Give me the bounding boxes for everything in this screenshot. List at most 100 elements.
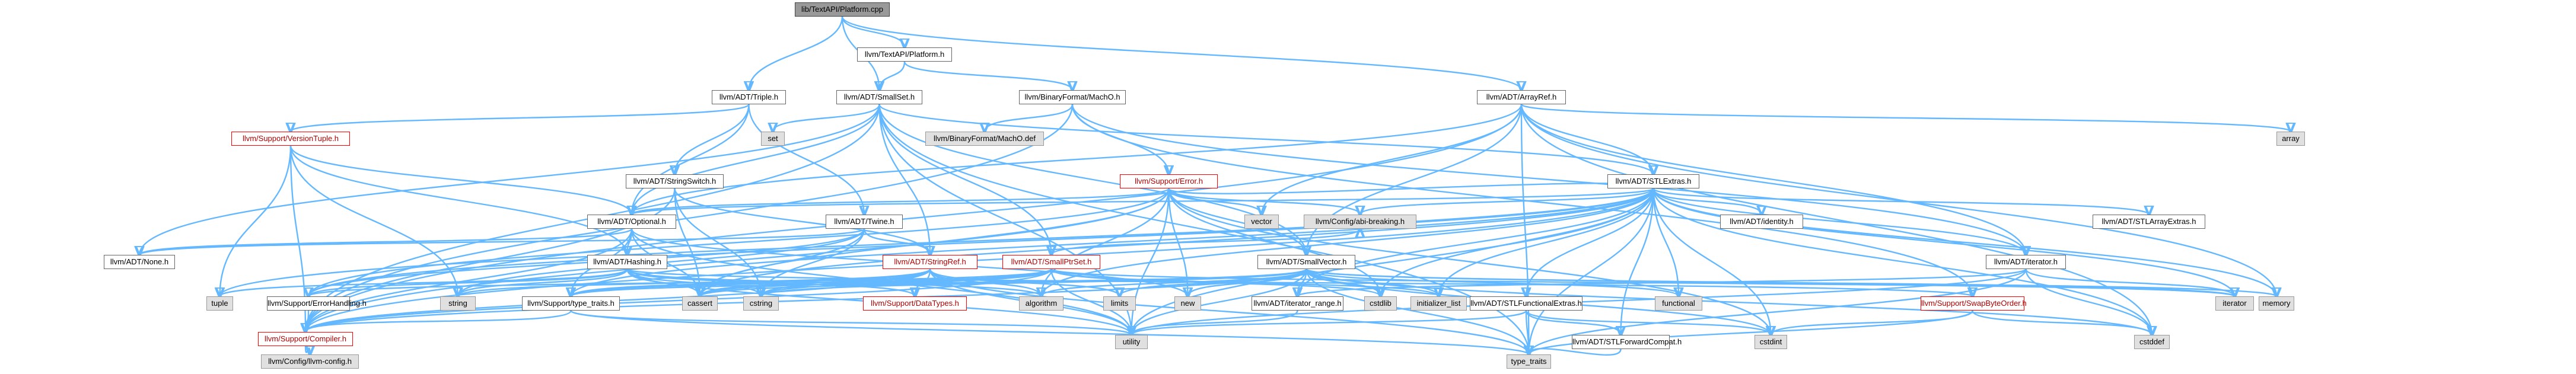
node-type-traits[interactable]: type_traits: [1507, 354, 1551, 369]
node-cstddef[interactable]: cstddef: [2134, 335, 2170, 349]
edge-n23-n44: [1132, 268, 1307, 335]
edge-n45-n49: [1529, 349, 1622, 356]
node-llvm-adt-stringswitch-h[interactable]: llvm/ADT/StringSwitch.h: [626, 174, 724, 188]
edge-n5-n12: [1520, 103, 2291, 132]
edge-n20-n39: [626, 268, 1973, 296]
node-llvm-adt-arrayref-h[interactable]: llvm/ADT/ArrayRef.h: [1477, 90, 1566, 104]
edge-n10-n46: [1168, 188, 1771, 335]
edge-n22-n44: [1050, 268, 1132, 335]
node-utility[interactable]: utility: [1115, 335, 1148, 349]
edge-n6-n13: [289, 145, 632, 215]
edge-n27-n43: [305, 310, 572, 332]
edge-n3-n21: [878, 104, 931, 255]
node-llvm-textapi-platform-h[interactable]: llvm/TextAPI/Platform.h: [857, 47, 952, 62]
edge-n27-n49: [570, 309, 1529, 354]
node-llvm-adt-smallvector-h[interactable]: llvm/ADT/SmallVector.h: [1257, 255, 1355, 269]
node-set[interactable]: set: [761, 132, 785, 146]
node-llvm-adt-hashing-h[interactable]: llvm/ADT/Hashing.h: [587, 255, 667, 269]
edge-n39-n49: [1529, 310, 1973, 354]
edge-n23-n38: [1305, 268, 1679, 296]
edge-n5-n15: [1262, 104, 1523, 215]
edge-n4-n24: [1071, 104, 2026, 255]
node-algorithm[interactable]: algorithm: [1019, 296, 1063, 311]
node-iterator[interactable]: iterator: [2215, 296, 2254, 311]
node-cstring[interactable]: cstring: [743, 296, 779, 311]
edge-n3-n23: [878, 104, 1307, 255]
node-llvm-support-swapbyteorder-h[interactable]: llvm/Support/SwapByteOrder.h: [1921, 296, 2027, 311]
node-llvm-support-datatypes-h[interactable]: llvm/Support/DataTypes.h: [863, 296, 967, 311]
node-functional[interactable]: functional: [1655, 296, 1702, 311]
edge-n11-n18: [1652, 187, 2150, 215]
edge-n23-n43: [305, 268, 1307, 332]
edge-n11-n13: [632, 187, 1654, 215]
node-llvm-adt-iterator-h[interactable]: llvm/ADT/iterator.h: [1986, 255, 2066, 269]
node-llvm-binaryformat-macho-def[interactable]: llvm/BinaryFormat/MachO.def: [925, 132, 1044, 146]
edge-n1-n4: [903, 61, 1072, 90]
edge-n24-n47: [2025, 268, 2152, 335]
node-cassert[interactable]: cassert: [682, 296, 718, 311]
node-cstdint[interactable]: cstdint: [1755, 335, 1787, 349]
node-llvm-adt-stlfunctionalextras-h[interactable]: llvm/ADT/STLFunctionalExtras.h: [1470, 296, 1582, 311]
edge-n43-n48: [304, 346, 310, 354]
node-llvm-support-error-h[interactable]: llvm/Support/Error.h: [1120, 174, 1218, 188]
edge-n22-n16: [1050, 229, 1361, 255]
node-llvm-adt-stringref-h[interactable]: llvm/ADT/StringRef.h: [883, 255, 977, 269]
node-llvm-adt-iterator-range-h[interactable]: llvm/ADT/iterator_range.h: [1252, 296, 1343, 311]
node-llvm-adt-stlextras-h[interactable]: llvm/ADT/STLExtras.h: [1607, 174, 1699, 188]
node-llvm-config-abi-breaking-h[interactable]: llvm/Config/abi-breaking.h: [1304, 215, 1416, 229]
edge-n14-n42: [308, 228, 865, 296]
edge-n11-n38: [1652, 188, 1679, 296]
node-initializer-list[interactable]: initializer_list: [1410, 296, 1467, 311]
node-llvm-support-compiler-h[interactable]: llvm/Support/Compiler.h: [258, 332, 353, 346]
edge-n4-n8: [985, 104, 1074, 132]
node-llvm-adt-triple-h[interactable]: llvm/ADT/Triple.h: [712, 90, 786, 104]
edge-n24-n49: [1529, 268, 2027, 354]
edge-n20-n26: [458, 268, 628, 296]
edge-n10-n16: [1168, 188, 1361, 215]
edge-n22-n42: [308, 268, 1052, 296]
node-llvm-adt-smallptrset-h[interactable]: llvm/ADT/SmallPtrSet.h: [1002, 255, 1100, 269]
node-array[interactable]: array: [2276, 132, 2305, 146]
node-llvm-adt-twine-h[interactable]: llvm/ADT/Twine.h: [826, 215, 903, 229]
node-llvm-binaryformat-macho-h[interactable]: llvm/BinaryFormat/MachO.h: [1019, 90, 1126, 104]
node-string[interactable]: string: [440, 296, 476, 311]
node-llvm-adt-optional-h[interactable]: llvm/ADT/Optional.h: [587, 215, 676, 229]
node-llvm-config-llvm-config-h[interactable]: llvm/Config/llvm-config.h: [261, 354, 359, 369]
edge-n13-n19: [139, 228, 633, 255]
edge-n5-n49: [1520, 104, 1529, 354]
edge-n3-n19: [139, 104, 880, 255]
edge-n0-n1: [841, 16, 905, 47]
node-llvm-adt-smallset-h[interactable]: llvm/ADT/SmallSet.h: [836, 90, 922, 104]
edge-n2-n9: [675, 104, 750, 174]
edge-n11-n42: [308, 188, 1654, 296]
edge-n3-n22: [878, 104, 1052, 255]
edge-n11-n49: [1529, 188, 1654, 354]
edge-n5-n24: [1520, 104, 2026, 255]
node-llvm-adt-stlforwardcompat-h[interactable]: llvm/ADT/STLForwardCompat.h: [1572, 335, 1682, 349]
edge-n37-n46: [1525, 310, 1771, 335]
edge-n11-n41: [1652, 188, 2277, 296]
edge-n39-n47: [1972, 310, 2152, 335]
edge-n11-n47: [1652, 188, 2152, 335]
node-llvm-support-versiontuple-h[interactable]: llvm/Support/VersionTuple.h: [231, 132, 350, 146]
node-limits[interactable]: limits: [1103, 296, 1136, 311]
node-tuple[interactable]: tuple: [206, 296, 233, 311]
node-llvm-adt-identity-h[interactable]: llvm/ADT/identity.h: [1720, 215, 1803, 229]
edge-n5-n13: [632, 104, 1523, 215]
node-memory[interactable]: memory: [2259, 296, 2294, 311]
edge-n24-n34: [1298, 268, 2027, 296]
node-vector[interactable]: vector: [1244, 215, 1279, 229]
edge-n3-n7: [773, 104, 880, 132]
node-cstdlib[interactable]: cstdlib: [1364, 296, 1397, 311]
node-llvm-support-type-traits-h[interactable]: llvm/Support/type_traits.h: [522, 296, 620, 311]
node-llvm-support-errorhandling-h[interactable]: llvm/Support/ErrorHandling.h: [267, 296, 367, 311]
node-llvm-adt-stlarrayextras-h[interactable]: llvm/ADT/STLArrayExtras.h: [2093, 215, 2205, 229]
edge-n14-n21: [863, 228, 930, 255]
node-llvm-adt-none-h[interactable]: llvm/ADT/None.h: [104, 255, 175, 269]
node-new[interactable]: new: [1174, 296, 1201, 311]
edge-n34-n44: [1132, 310, 1298, 335]
edge-n5-n11: [1520, 104, 1654, 174]
edge-n23-n41: [1305, 268, 2277, 296]
